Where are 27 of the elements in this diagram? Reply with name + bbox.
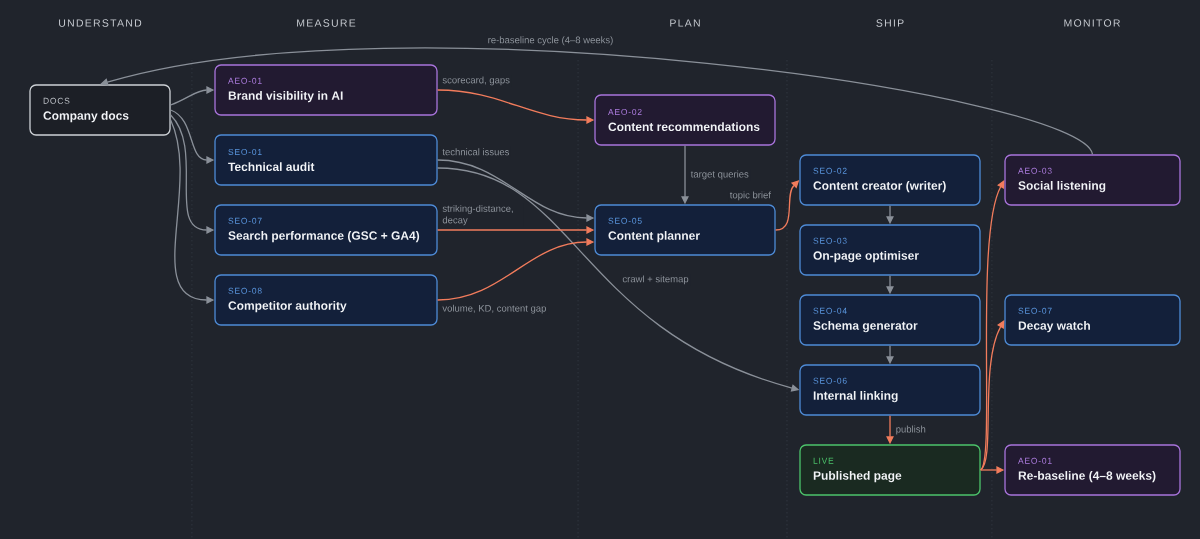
step-box: SEO-08 Competitor authority: [214, 274, 438, 326]
step-box: SEO-07 Search performance (GSC + GA4): [214, 204, 438, 256]
step-box: SEO-01 Technical audit: [214, 134, 438, 186]
edge-label: striking-distance, decay: [440, 203, 524, 227]
source-box: DOCS Company docs: [29, 84, 171, 136]
edge-label: volume, KD, content gap: [440, 303, 548, 316]
step-box: AEO-03 Social listening: [1004, 154, 1181, 206]
step-box: AEO-02 Content recommendations: [594, 94, 776, 146]
step-box: SEO-06 Internal linking: [799, 364, 981, 416]
column-header: UNDERSTAND: [59, 19, 142, 27]
step-box: SEO-02 Content creator (writer): [799, 154, 981, 206]
step-box: SEO-05 Content planner: [594, 204, 776, 256]
result-box: LIVE Published page: [799, 444, 981, 496]
step-box: SEO-07 Decay watch: [1004, 294, 1181, 346]
step-box: SEO-04 Schema generator: [799, 294, 981, 346]
arrow: [100, 47, 1094, 155]
column-header: PLAN: [670, 19, 700, 27]
step-box: SEO-03 On-page optimiser: [799, 224, 981, 276]
edge-label: target queries: [689, 169, 751, 181]
arrow: [980, 320, 1005, 471]
edge-label: technical issues: [440, 146, 511, 157]
edge-label: publish: [894, 424, 928, 436]
column-header: SHIP: [876, 19, 904, 27]
column-header: MONITOR: [1064, 19, 1120, 27]
step-box: AEO-01 Re-baseline (4–8 weeks): [1004, 444, 1181, 496]
step-box: AEO-01 Brand visibility in AI: [214, 64, 438, 116]
column-header: MEASURE: [297, 19, 356, 27]
